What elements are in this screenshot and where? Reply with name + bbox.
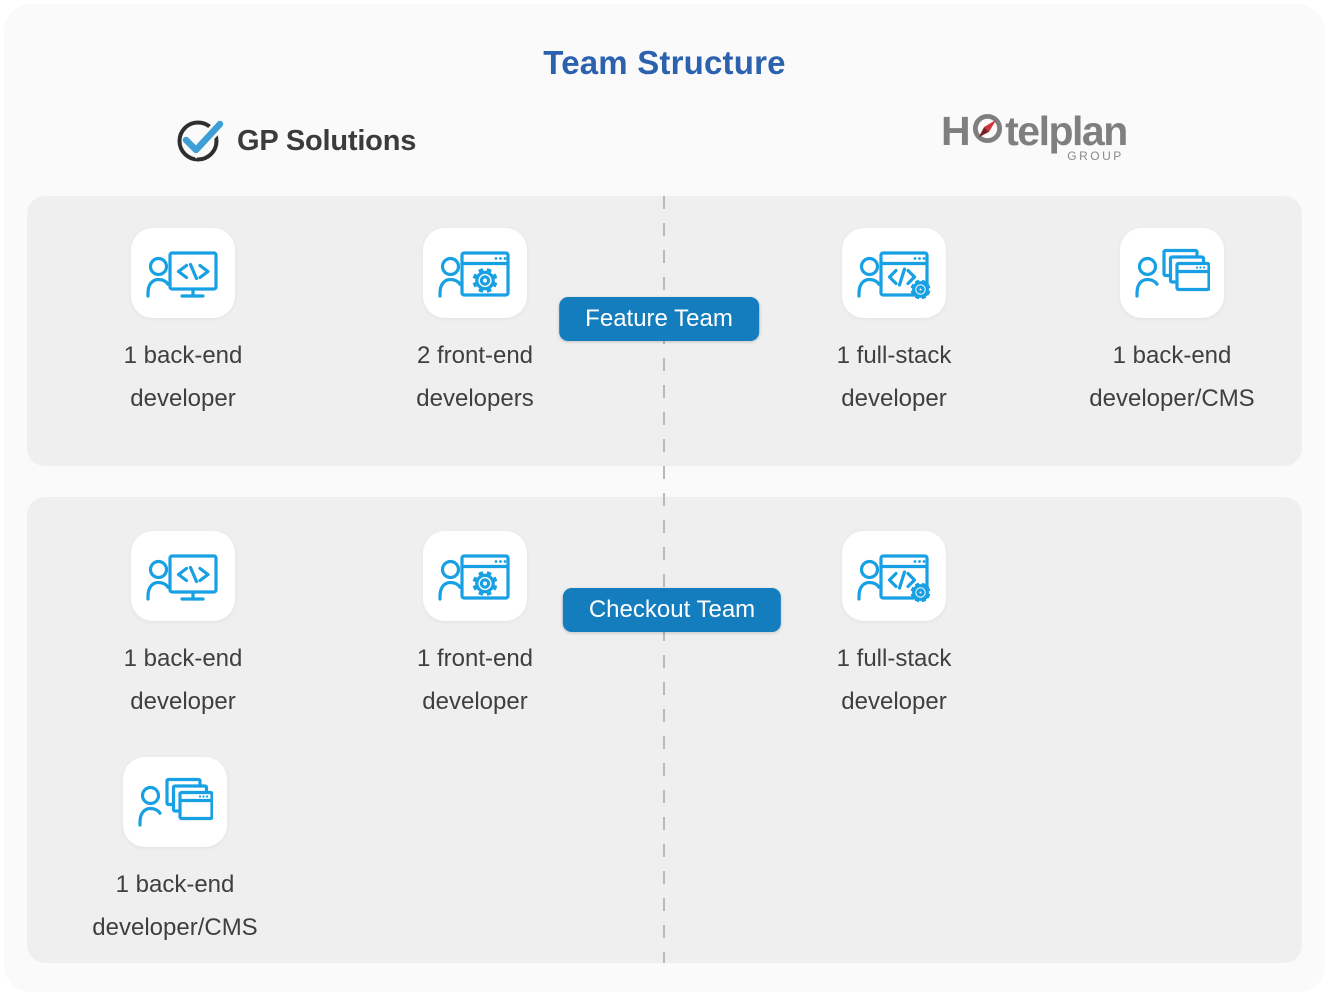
member-label: 1 full-stack developer — [837, 334, 952, 420]
member-label: 1 back-end developer — [124, 334, 243, 420]
compass-icon — [969, 108, 1005, 155]
member-label-line: 1 back-end — [123, 645, 243, 672]
member-label-line: 1 full-stack — [836, 645, 952, 672]
frontend-developer-icon — [423, 228, 527, 318]
fullstack-developer-icon — [842, 531, 946, 621]
member-label: 2 front-end developers — [416, 334, 533, 420]
fullstack-developer-icon — [842, 228, 946, 318]
hotelplan-text-start: H — [941, 108, 971, 154]
member-label-line: 2 front-end — [416, 342, 534, 369]
member-label: 1 back-end developer/CMS — [92, 863, 257, 949]
gp-solutions-logo-text: GP Solutions — [237, 125, 417, 157]
member-label-line: developer/CMS — [1089, 385, 1255, 412]
hotelplan-group-label: GROUP — [1067, 149, 1124, 163]
team-member: 1 full-stack developer — [754, 228, 1034, 420]
team-member: 1 back-end developer/CMS — [35, 757, 315, 949]
member-label-line: developer/CMS — [92, 914, 258, 941]
hotelplan-text-end: telplan — [1005, 108, 1128, 154]
team-member: 1 back-end developer/CMS — [1032, 228, 1312, 420]
member-label-line: 1 front-end — [416, 645, 534, 672]
member-label-line: 1 back-end — [123, 342, 243, 369]
member-label-line: developers — [416, 385, 534, 412]
member-label: 1 full-stack developer — [837, 637, 952, 723]
member-label-line: developer — [422, 688, 528, 715]
team-member: 1 full-stack developer — [754, 531, 1034, 723]
member-label: 1 back-end developer/CMS — [1089, 334, 1254, 420]
cms-developer-icon — [123, 757, 227, 847]
backend-developer-icon — [131, 228, 235, 318]
member-label-line: developer — [130, 385, 236, 412]
member-label-line: 1 back-end — [1112, 342, 1232, 369]
member-label-line: developer — [130, 688, 236, 715]
cms-developer-icon — [1120, 228, 1224, 318]
member-label-line: 1 full-stack — [836, 342, 952, 369]
hotelplan-logo-text: H telplan — [941, 108, 1128, 155]
team-member: 1 front-end developer — [335, 531, 615, 723]
team-divider-dashed-line — [663, 196, 665, 963]
team-member: 1 back-end developer — [43, 531, 323, 723]
page-title: Team Structure — [543, 44, 786, 81]
member-label: 1 back-end developer — [124, 637, 243, 723]
frontend-developer-icon — [423, 531, 527, 621]
hotelplan-logo: H telplan GROUP — [941, 108, 1128, 163]
check-circle-icon — [176, 114, 225, 169]
member-label-line: developer — [841, 688, 947, 715]
feature-team-badge: Feature Team — [559, 297, 759, 341]
backend-developer-icon — [131, 531, 235, 621]
team-member: 1 back-end developer — [43, 228, 323, 420]
member-label: 1 front-end developer — [417, 637, 533, 723]
member-label-line: 1 back-end — [115, 871, 235, 898]
checkout-team-badge: Checkout Team — [562, 588, 782, 632]
gp-solutions-logo: GP Solutions — [176, 114, 416, 169]
team-member: 2 front-end developers — [335, 228, 615, 420]
member-label-line: developer — [841, 385, 947, 412]
